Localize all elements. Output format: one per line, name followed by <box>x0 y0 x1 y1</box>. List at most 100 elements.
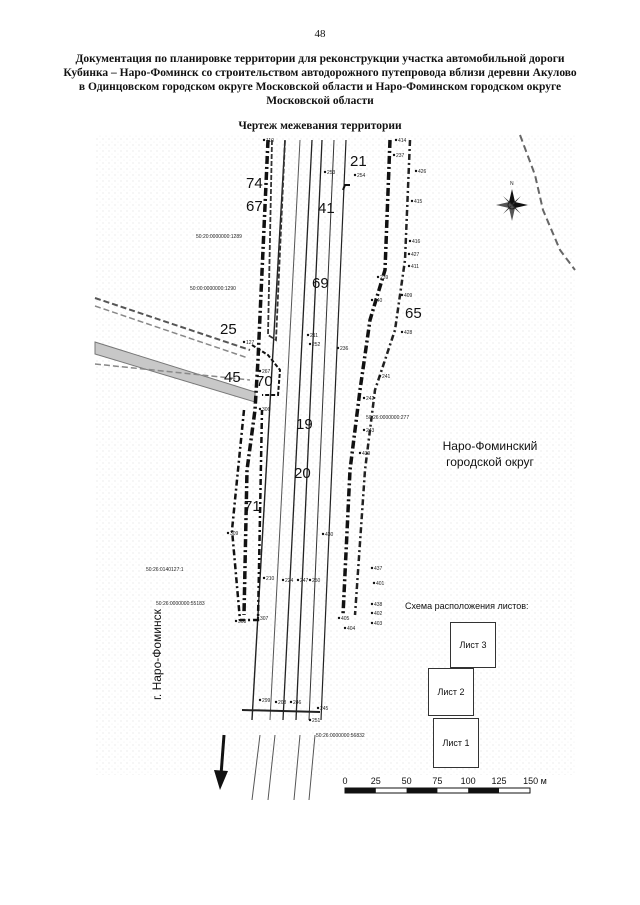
turning-point-marker <box>370 621 374 625</box>
sheet-1-box: Лист 1 <box>433 718 479 768</box>
cadastral-number: 50:00:0000000:1290 <box>190 286 236 292</box>
parcel-number: 20 <box>294 465 311 482</box>
turning-point-marker <box>358 451 362 455</box>
turning-point-label: 250 <box>312 578 321 584</box>
turning-point-label: 428 <box>404 330 413 336</box>
sheet-2-box: Лист 2 <box>428 668 474 716</box>
turning-point-label: 415 <box>414 199 423 205</box>
turning-point-marker <box>370 566 374 570</box>
turning-point-marker <box>258 698 262 702</box>
page-number: 48 <box>314 28 326 40</box>
district-label: Наро-Фоминский городской округ <box>442 439 538 469</box>
turning-point-label: 430 <box>325 532 334 538</box>
turning-point-marker <box>407 252 411 256</box>
parcel-numbers: 74 67 41 21 69 65 25 45 70 19 20 71 <box>220 153 422 515</box>
parcel-boundary-left <box>242 139 270 616</box>
side-road-border <box>94 297 251 351</box>
parcel-number: 19 <box>296 416 313 433</box>
turning-point-label: 254 <box>357 173 366 179</box>
scale-tick-label: 75 <box>432 776 443 786</box>
document-title: Документация по планировке территории дл… <box>63 53 577 107</box>
sheet-scheme-title: Схема расположения листов: <box>405 601 529 611</box>
turning-point-marker <box>407 264 411 268</box>
parcel-number: 25 <box>220 321 237 338</box>
scale-tick-label: 50 <box>401 776 412 786</box>
turning-point-marker <box>343 626 347 630</box>
turning-point-label: 416 <box>412 239 421 245</box>
compass-north-label: N <box>510 181 514 187</box>
turning-point-label: 239 <box>380 275 389 281</box>
turning-point-marker <box>376 275 380 279</box>
turning-point-label: 211 <box>310 333 318 339</box>
turning-point-label: 439 <box>362 451 371 457</box>
turning-point-label: 411 <box>411 264 419 270</box>
cadastral-number: 50:26:0000000:56832 <box>316 733 365 739</box>
turning-point-marker <box>321 532 325 536</box>
cadastral-number: 50:26:0000000:55183 <box>156 601 205 607</box>
turning-point-marker <box>394 138 398 142</box>
turning-point-marker <box>408 239 412 243</box>
turning-point-label: 208 <box>278 700 287 706</box>
turning-point-marker <box>400 330 404 334</box>
turning-point-marker <box>378 374 382 378</box>
parcel-boundary-74 <box>267 139 286 342</box>
turning-point-marker <box>308 578 312 582</box>
parcel-boundary-left-71 <box>230 409 264 622</box>
parcel-boundary-65 <box>353 139 412 616</box>
turning-point-label: 224 <box>285 578 294 584</box>
turning-point-marker <box>370 298 374 302</box>
turning-point-marker <box>242 340 246 344</box>
parcel-number: 69 <box>312 275 329 292</box>
turning-point-marker <box>400 293 404 297</box>
turning-point-marker <box>323 170 327 174</box>
parcel-number: 71 <box>244 498 261 515</box>
boundary-bottom <box>241 709 321 713</box>
parcel-boundary-21 <box>342 184 350 191</box>
turning-point-marker <box>337 616 341 620</box>
turning-point-label: 253 <box>327 170 336 176</box>
turning-point-marker <box>316 706 320 710</box>
turning-point-label: 437 <box>374 566 383 572</box>
turning-point-marker <box>370 611 374 615</box>
sheet-3-box: Лист 3 <box>450 622 496 668</box>
turning-point-marker <box>414 169 418 173</box>
turning-point-marker <box>308 342 312 346</box>
parcel-number: 65 <box>405 305 422 322</box>
cadastral-number: 50:20:0000000:1289 <box>196 234 242 240</box>
turning-point-marker <box>308 718 312 722</box>
direction-arrow-icon <box>214 734 228 790</box>
turning-point-marker <box>234 619 238 623</box>
compass-rose-icon: N <box>496 181 528 221</box>
parcel-number: 67 <box>246 198 263 215</box>
turning-point-label: 306 <box>262 407 271 413</box>
turning-point-label: 110 <box>266 138 274 144</box>
turning-point-label: 251 <box>312 718 321 724</box>
turning-point-marker <box>262 576 266 580</box>
parcel-number: 70 <box>256 373 273 390</box>
scale-bar <box>344 787 531 794</box>
turning-point-marker <box>410 199 414 203</box>
side-road-border <box>94 363 251 381</box>
parcel-number: 21 <box>350 153 367 170</box>
scale-tick-label: 125 <box>491 776 507 786</box>
turning-point-label: 403 <box>374 621 383 627</box>
main-road <box>251 139 347 801</box>
turning-point-marker <box>274 700 278 704</box>
turning-point-marker <box>289 700 293 704</box>
parcel-number: 74 <box>246 175 263 192</box>
turning-point-marker <box>336 346 340 350</box>
turning-point-label: 402 <box>374 611 383 617</box>
turning-point-marker <box>306 333 310 337</box>
turning-point-label: 237 <box>396 153 405 159</box>
scale-tick-label: 25 <box>370 776 381 786</box>
district-boundary <box>519 134 576 271</box>
turning-point-label: 405 <box>341 616 350 622</box>
turning-point-marker <box>370 602 374 606</box>
turning-point-marker <box>226 531 230 535</box>
scale-tick-label: 100 <box>460 776 476 786</box>
turning-point-marker <box>258 369 262 373</box>
turning-point-label: 299 <box>262 698 271 704</box>
parcel-number: 41 <box>318 200 335 217</box>
turning-point-marker <box>258 407 262 411</box>
